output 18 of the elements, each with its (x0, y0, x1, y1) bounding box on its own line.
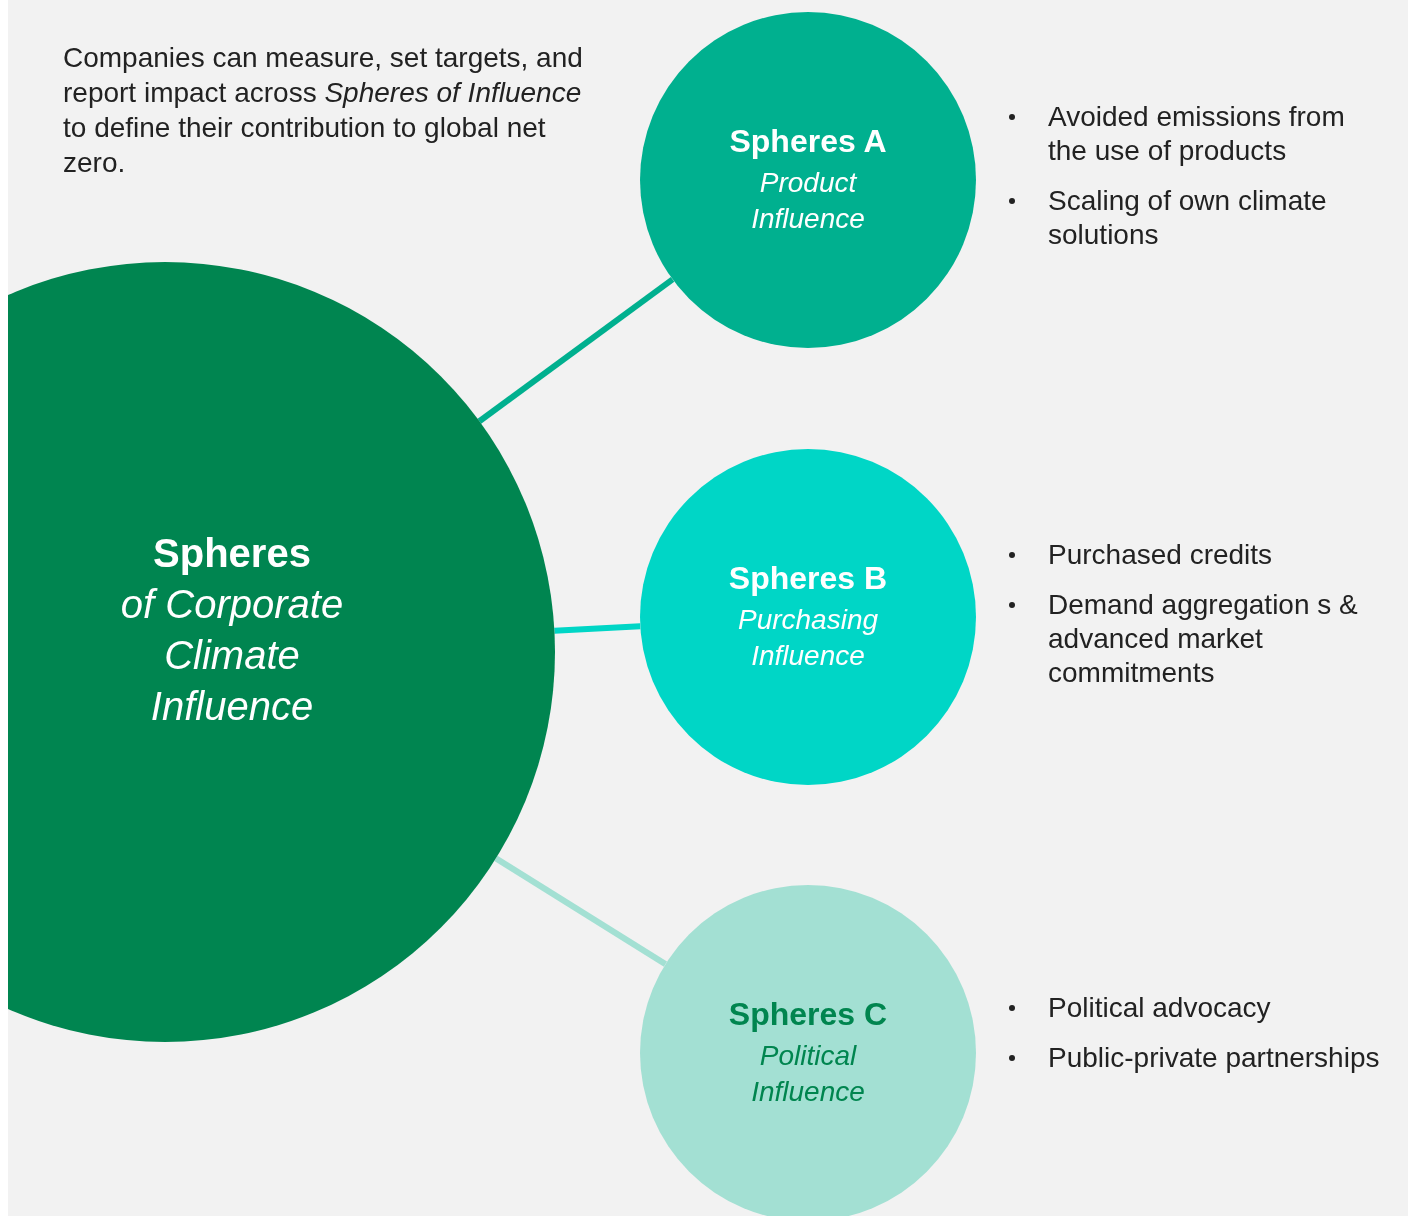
sphere-subtitle: Product Influence (750, 166, 866, 236)
sphere-subtitle: Political Influence (750, 1039, 866, 1109)
sphere-title: Spheres B (727, 560, 889, 596)
bullet-item: Scaling of own climate solutions (1048, 185, 1327, 250)
sphere-title: Spheres A (728, 123, 888, 159)
connector-line (554, 623, 641, 634)
bullet-item: Avoided emissions from the use of products (1048, 101, 1345, 166)
sphere-subtitle: Purchasing Influence (736, 603, 880, 673)
intro-paragraph: Companies can measure, set targets, and report impact across Spheres of Influence to define their contribution to global net zero. (63, 41, 584, 180)
bullet-item: Demand aggregation s & advanced market commitments (1048, 589, 1358, 688)
sphere-title: Spheres (152, 530, 312, 577)
sphere-title: Spheres C (727, 996, 889, 1032)
sphere-subtitle: of Corporate Climate Influence (119, 581, 345, 730)
bullet-item: Political advocacy (1048, 992, 1271, 1023)
connector-line (477, 277, 675, 424)
bullet-item: Purchased credits (1048, 539, 1273, 570)
connector-line (494, 855, 668, 967)
bullet-item: Public-private partnerships (1048, 1042, 1380, 1073)
